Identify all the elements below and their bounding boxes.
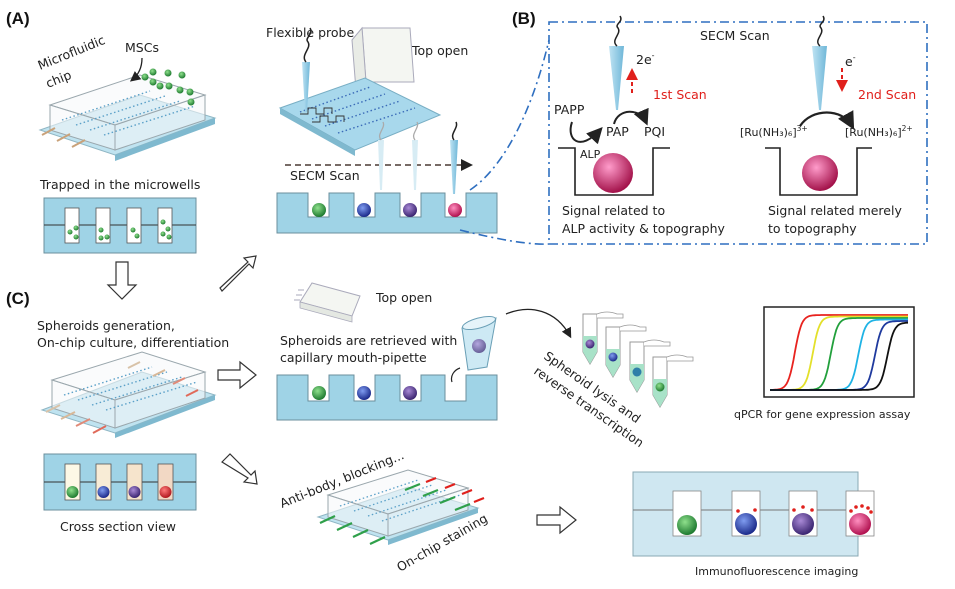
cells-label: MSCs xyxy=(125,40,159,55)
pcr-tubes xyxy=(582,311,694,408)
retrieval-well-cross-section xyxy=(276,374,498,421)
imaging-spheroid-pink xyxy=(849,513,871,535)
chip-label-line2: chip xyxy=(44,67,74,91)
zoom-connector-top xyxy=(469,39,550,191)
imaging-label: Immunofluorescence imaging xyxy=(695,565,858,578)
second-scan-well xyxy=(765,147,872,196)
ru-reactant-label: [Ru(NH₃)₆]3+ xyxy=(740,124,808,139)
scan-probes xyxy=(378,121,458,194)
panel-label-a: (A) xyxy=(6,9,30,28)
qpcr-label: qPCR for gene expression assay xyxy=(734,408,911,421)
msc-cells xyxy=(141,68,195,106)
panel-label-b: (B) xyxy=(512,9,536,28)
culture-chip-illustration xyxy=(40,351,217,438)
to-lysis-arrow xyxy=(505,308,572,339)
arrow-right-icon xyxy=(217,360,257,390)
trapped-label: Trapped in the microwells xyxy=(39,177,200,192)
spheroid-first-scan xyxy=(593,153,633,193)
chip-label-line1: Microfluidic xyxy=(36,32,108,73)
panel-b-frame xyxy=(548,21,928,245)
spheroid-second-scan xyxy=(802,155,838,191)
panel-label-c: (C) xyxy=(6,289,30,308)
pap-label: PAP xyxy=(606,124,629,139)
cross-section-view xyxy=(43,453,197,511)
mouth-pipette-icon xyxy=(461,315,497,371)
papp-label: PAPP xyxy=(554,102,585,117)
secm-well-cross-section xyxy=(276,192,498,234)
second-scan-electrons: e- xyxy=(845,53,856,69)
redox-arrow xyxy=(799,110,855,130)
imaging-spheroid-blue xyxy=(735,513,757,535)
first-scan-electrons: 2e- xyxy=(636,51,655,67)
first-scan-caption-line2: ALP activity & topography xyxy=(562,221,726,236)
qpcr-curve-6 xyxy=(770,321,908,391)
culture-label-line1: Spheroids generation, xyxy=(37,318,175,333)
retrieve-label-line2: capillary mouth-pipette xyxy=(280,350,427,365)
open-lid-illustration xyxy=(351,26,415,91)
flexible-probe-icon xyxy=(302,27,312,112)
arrow-right-imaging-icon xyxy=(536,505,577,535)
second-scan-label: 2nd Scan xyxy=(858,87,916,102)
zoom-connector-bottom xyxy=(459,229,550,245)
papp-to-pap-arrow xyxy=(569,121,603,145)
secm-scan-label-a: SECM Scan xyxy=(290,168,360,183)
retrieve-arrow xyxy=(450,367,461,383)
probe-second-scan-icon xyxy=(812,15,827,110)
arrow-down-right-icon xyxy=(221,453,258,485)
antibody-markers xyxy=(736,504,873,514)
microfluidic-chip-illustration xyxy=(38,74,217,161)
arrow-up-right-icon xyxy=(219,255,257,292)
imaging-spheroid-green xyxy=(677,515,697,535)
pap-to-pqi-arrow xyxy=(613,107,649,126)
chip-base-scan-illustration xyxy=(278,77,442,156)
pqi-label: PQI xyxy=(644,124,665,139)
cross-section-label: Cross section view xyxy=(60,519,176,534)
culture-label-line2: On-chip culture, differentiation xyxy=(37,335,229,350)
retrieve-label-line1: Spheroids are retrieved with xyxy=(280,333,457,348)
second-scan-caption-line2: to topography xyxy=(768,221,857,236)
panel-b-title: SECM Scan xyxy=(700,28,770,43)
imaging-spheroid-purple xyxy=(792,513,814,535)
top-open-label-a: Top open xyxy=(411,43,468,58)
open-lid-retrieval xyxy=(294,282,361,323)
first-scan-label: 1st Scan xyxy=(653,87,707,102)
qpcr-curves xyxy=(770,314,908,391)
staining-chip-illustration xyxy=(316,469,485,545)
ru-product-label: [Ru(NH₃)₆]2+ xyxy=(845,124,913,139)
second-scan-caption-line1: Signal related merely xyxy=(768,203,902,218)
alp-label: ALP xyxy=(580,148,601,161)
probe-first-scan-icon xyxy=(609,15,624,110)
first-scan-caption-line1: Signal related to xyxy=(562,203,665,218)
qpcr-curve-1 xyxy=(770,314,908,391)
arrow-down-icon xyxy=(106,261,138,300)
top-open-label-c: Top open xyxy=(375,290,432,305)
trapped-cross-section xyxy=(43,197,197,254)
first-scan-well xyxy=(558,147,670,196)
